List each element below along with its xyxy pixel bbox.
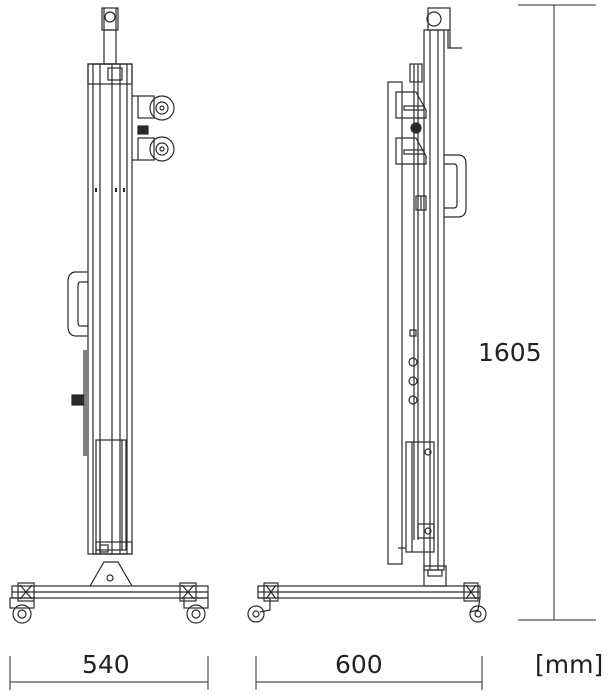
side-casters	[247, 597, 487, 623]
front-casters	[9, 597, 209, 624]
front-side-handle	[67, 271, 88, 337]
front-main-column	[87, 63, 133, 555]
depth-dimension-line	[255, 656, 483, 690]
side-view	[247, 7, 487, 623]
width-dimension-label: 540	[82, 650, 130, 679]
side-clamps	[387, 81, 427, 565]
front-rollers	[132, 95, 175, 162]
unit-label: [mm]	[535, 650, 604, 679]
front-base	[11, 561, 209, 602]
side-main-column	[408, 29, 445, 571]
front-left-bar	[71, 350, 87, 456]
front-top-post	[101, 7, 119, 65]
width-dimension-line	[9, 656, 209, 690]
dimension-lines	[9, 4, 596, 690]
front-view	[9, 7, 209, 624]
height-dimension-line	[518, 4, 596, 621]
side-lower-box	[398, 441, 435, 553]
side-base	[257, 565, 481, 602]
height-dimension-label: 1605	[478, 338, 542, 367]
depth-dimension-label: 600	[335, 650, 383, 679]
side-handle	[444, 154, 467, 218]
